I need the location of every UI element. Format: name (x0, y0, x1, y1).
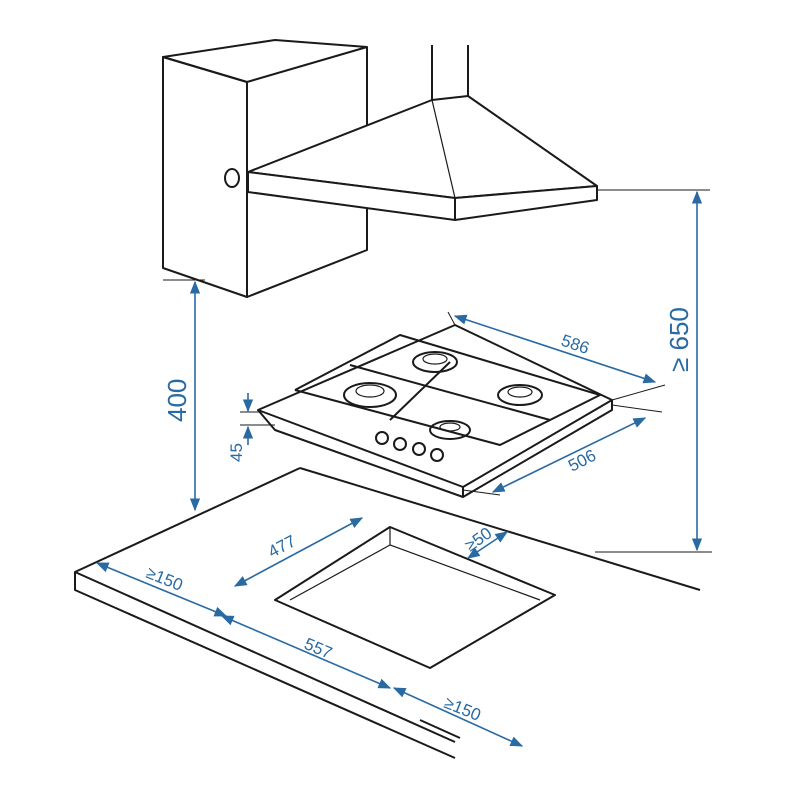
dimension-lines (95, 189, 712, 747)
label-cutout-depth: 477 (265, 531, 299, 561)
label-right-clearance: ≥150 (442, 693, 484, 725)
label-hood-height: 400 (162, 379, 192, 422)
burner-icon (412, 351, 458, 373)
label-hob-depth: 506 (565, 446, 599, 476)
pan-support (294, 334, 601, 446)
burner-icon (343, 382, 397, 408)
control-knobs (375, 431, 444, 462)
label-hob-height: 45 (227, 443, 246, 462)
label-hob-width: 586 (559, 331, 592, 358)
burner-icon (497, 384, 543, 406)
cooker-hood (224, 45, 598, 221)
label-back-clearance: ≥50 (461, 524, 495, 556)
countertop (74, 467, 701, 759)
label-cutout-width: 557 (301, 634, 335, 663)
label-min-height: ≥ 650 (664, 307, 694, 372)
control-knob-icon (224, 168, 240, 188)
wall-cabinet (162, 39, 368, 298)
